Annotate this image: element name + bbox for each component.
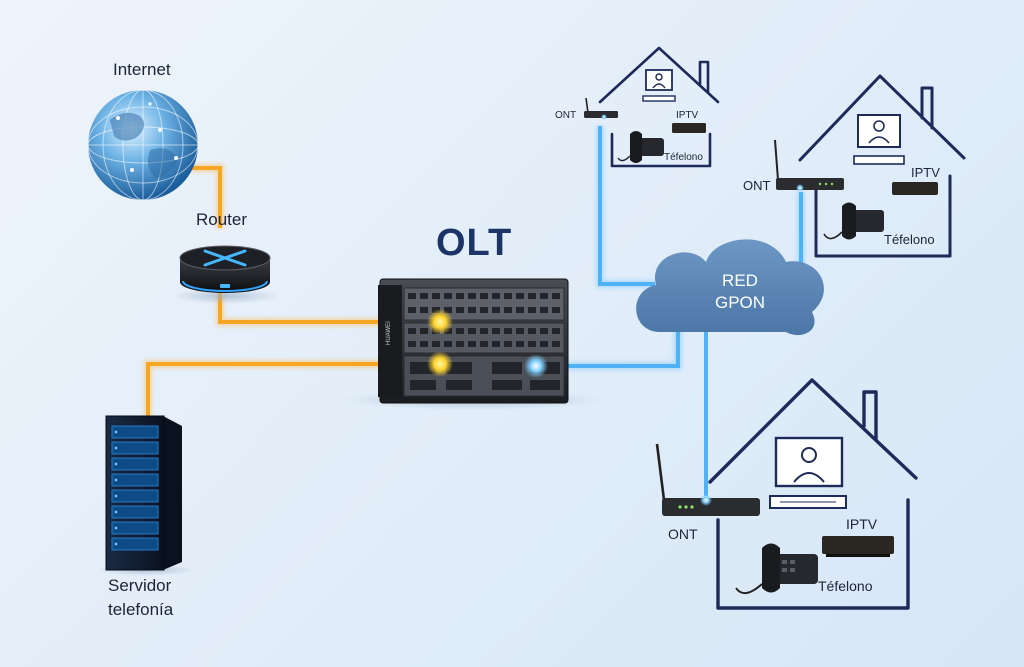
- link-cloud-house1: [596, 126, 655, 288]
- cloud-icon: [636, 239, 824, 336]
- computer-user-icon: [642, 69, 676, 102]
- router-icon: [171, 245, 279, 304]
- cloud-label-line1: RED: [722, 271, 758, 290]
- house1-phone-label: Téfelono: [664, 152, 703, 163]
- ont-device-icon: [655, 443, 760, 516]
- telephone-icon: [617, 131, 664, 163]
- telephone-icon: [735, 543, 818, 595]
- link-cloud-house2: [790, 192, 805, 272]
- house-outline: [598, 46, 720, 168]
- olt-port-glow: [427, 309, 548, 378]
- cloud-label-line2: GPON: [714, 293, 766, 312]
- house-outline: [708, 378, 918, 610]
- ont-device-icon: [774, 139, 844, 192]
- ont-device-icon: [584, 97, 618, 120]
- link-olt-cloud: [538, 318, 682, 370]
- house-3: [655, 378, 918, 610]
- house-outline: [798, 74, 966, 258]
- link-internet-router: [190, 164, 224, 228]
- server-rack-icon: [96, 415, 196, 576]
- telephone-icon: [823, 202, 884, 240]
- globe-icon: [87, 89, 199, 201]
- house2-phone-label: Téfelono: [884, 232, 935, 247]
- house3-ont-label: ONT: [668, 526, 698, 542]
- house2-ont-label: ONT: [743, 178, 771, 193]
- olt-chassis-icon: HUAWEI: [342, 278, 602, 410]
- set-top-box-icon: [822, 536, 894, 557]
- svg-text:HUAWEI: HUAWEI: [386, 321, 392, 345]
- router-label: Router: [196, 210, 248, 229]
- internet-label: Internet: [113, 60, 171, 79]
- olt-title: OLT: [436, 222, 513, 264]
- house-2: [774, 74, 966, 258]
- house-1: [584, 46, 720, 168]
- house2-iptv-label: IPTV: [911, 165, 940, 180]
- house3-phone-label: Téfelono: [818, 578, 873, 594]
- cloud-label: RED GPON: [700, 270, 780, 314]
- server-label-line1: Servidor: [108, 576, 172, 595]
- set-top-box-icon: [672, 123, 706, 133]
- house1-iptv-label: IPTV: [676, 110, 699, 121]
- set-top-box-icon: [892, 182, 938, 195]
- link-server-olt: [144, 360, 440, 416]
- computer-user-icon: [769, 436, 847, 509]
- computer-user-icon: [853, 114, 905, 165]
- house3-iptv-label: IPTV: [846, 516, 878, 532]
- house1-ont-label: ONT: [555, 110, 577, 121]
- server-label-line2: telefonía: [108, 600, 174, 619]
